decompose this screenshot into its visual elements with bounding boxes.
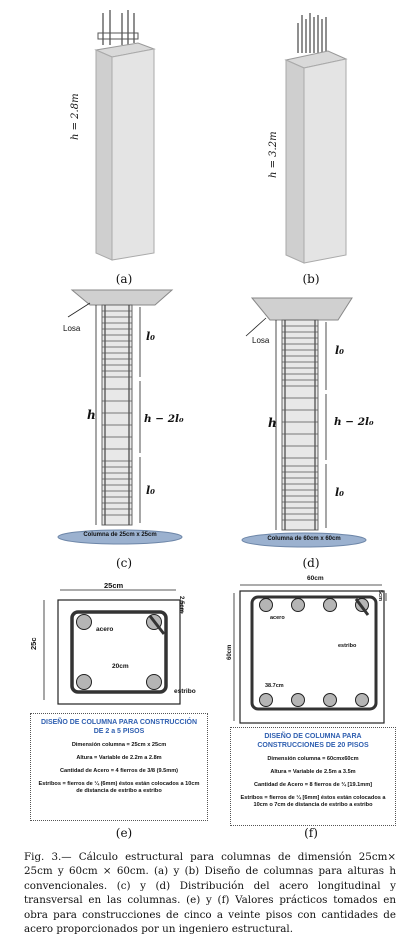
panel-e-design-dimension: Dimensión columna = 25cm x 25cm: [71, 742, 167, 748]
panel-e-spacing: 20cm: [112, 663, 129, 670]
panel-f-design-title: DISEÑO DE COLUMNA PARA CONSTRUCCIONES DE…: [257, 733, 369, 749]
panel-d-label: (d): [302, 556, 320, 570]
panel-c-slab-label: Losa: [63, 324, 81, 333]
panel-f-dim-left: 60cm: [227, 644, 233, 660]
panel-c-h: h: [87, 408, 96, 422]
panel-b-column: [284, 13, 348, 264]
panel-d-h-minus: h − 2l₀: [334, 416, 374, 428]
panel-e-design-box: DISEÑO DE COLUMNA PARA CONSTRUCCIÓN DE 2…: [30, 713, 208, 821]
panel-d-l0-top: l₀: [335, 344, 344, 357]
panel-d-elevation: [241, 297, 367, 548]
panel-d-base-label: Columna de 60cm x 60cm: [267, 536, 341, 542]
panel-f-dim-cover: 5cm: [377, 590, 383, 602]
panel-f-spacing: 38.7cm: [265, 683, 284, 689]
panel-c-base-label: Columna de 25cm x 25cm: [83, 532, 157, 538]
panel-e-design-acero: Cantidad de Acero = 4 fierros de 3/8 (9.…: [59, 768, 179, 774]
panel-a-height-label: h = 2.8m: [70, 93, 81, 140]
panel-f-label: (f): [304, 826, 318, 840]
panel-e-design-title: DISEÑO DE COLUMNA PARA CONSTRUCCIÓN DE 2…: [40, 719, 198, 735]
panel-f-design-dimension: Dimensión columna = 60cmx60cm: [267, 756, 359, 762]
panel-e-label: (e): [115, 826, 133, 840]
panel-e-design-altura: Altura = Variable de 2.2m a 2.8m: [76, 755, 162, 761]
panel-c-l0-bottom: l₀: [146, 484, 155, 497]
panel-d-l0-bottom: l₀: [335, 486, 344, 499]
panel-e-section: [43, 589, 183, 705]
panel-e-design-estribos: Estribos = fierros de ¼ (6mm) éstos está…: [38, 781, 200, 794]
panel-f-dim-top: 60cm: [307, 575, 324, 582]
panel-f-acero: acero: [270, 615, 285, 621]
panel-c-h-minus: h − 2l₀: [144, 413, 184, 425]
panel-b-height-label: h = 3.2m: [268, 131, 279, 178]
panel-d-slab-label: Losa: [252, 336, 270, 345]
panel-f-design-acero: Cantidad de Acero = 8 fierros de ¾ [19.1…: [253, 782, 373, 788]
panel-e-estribo: estribo: [174, 688, 196, 695]
panel-c-elevation: [57, 289, 183, 545]
panel-a-column: [94, 10, 156, 261]
panel-b-label: (b): [302, 272, 320, 286]
panel-c-label: (c): [115, 556, 133, 570]
figure-caption: Fig. 3.— Cálculo estructural para column…: [24, 851, 396, 936]
panel-a-label: (a): [115, 272, 133, 286]
panel-f-section: [233, 584, 387, 724]
panel-f-design-altura: Altura = Variable de 2.5m a 3.5m: [270, 769, 356, 775]
panel-f-design-box: DISEÑO DE COLUMNA PARA CONSTRUCCIONES DE…: [230, 727, 396, 826]
panel-f-design-estribos: Estribos = fierros de ¼ [6mm] éstos está…: [240, 795, 386, 808]
panel-e-dim-left: 25c: [29, 637, 38, 650]
panel-d-h: h: [268, 416, 277, 430]
panel-e-dim-top: 25cm: [104, 581, 124, 590]
panel-e-dim-cover: 2.5cm: [178, 596, 184, 614]
panel-c-l0-top: l₀: [146, 330, 155, 343]
panel-e-acero: acero: [96, 626, 114, 633]
panel-f-estribo: estribo: [338, 643, 357, 649]
